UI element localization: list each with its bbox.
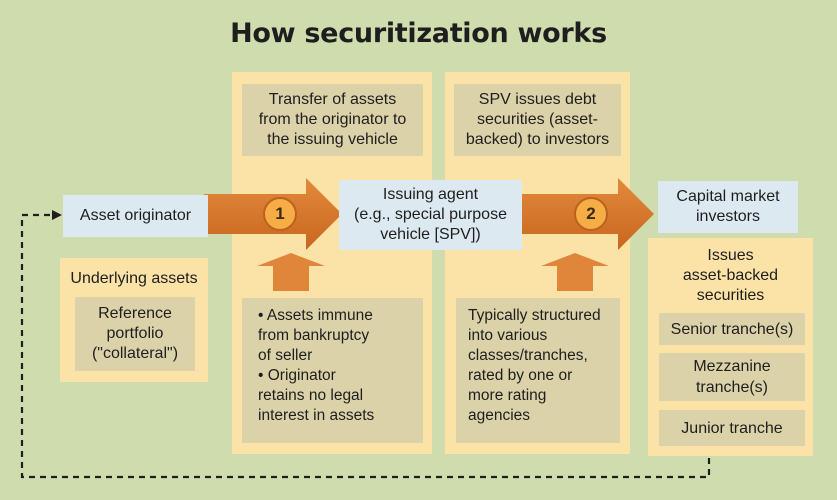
feedback-arrowhead: [52, 210, 62, 220]
step2-header-line: SPV issues debt: [478, 91, 597, 108]
step1-note-line: • Originator: [258, 367, 336, 384]
tranche-label: Senior tranche(s): [670, 320, 794, 338]
issuing-agent-line: Issuing agent: [382, 186, 479, 203]
senior-tranche: Senior tranche(s): [659, 313, 805, 345]
step2-header: SPV issues debt securities (asset- backe…: [454, 84, 621, 156]
tranche-label: Mezzanine: [693, 358, 771, 375]
step2-note-line: rated by one or: [468, 367, 573, 384]
tranche-label: Junior tranche: [681, 419, 783, 437]
issues-label: Issues asset-backed securities: [648, 246, 813, 306]
step1-header-line: the issuing vehicle: [267, 131, 398, 148]
step1-note-line: • Assets immune: [258, 307, 373, 324]
step2-header-line: backed) to investors: [465, 131, 610, 148]
reference-line: ("collateral"): [91, 345, 179, 362]
issues-line: asset-backed: [682, 267, 779, 284]
step2-notes: Typically structured into various classe…: [456, 298, 620, 443]
step1-note-line: from bankruptcy: [258, 327, 370, 344]
reference-line: Reference: [98, 305, 172, 322]
underlying-assets-label: Underlying assets: [70, 270, 198, 287]
issuing-agent-line: (e.g., special purpose: [354, 206, 507, 223]
step2-note-line: more rating: [468, 387, 547, 404]
issues-line: securities: [696, 287, 765, 304]
step1-note-line: of seller: [258, 347, 313, 364]
step2-badge: 2: [574, 197, 608, 231]
diagram-title: How securitization works: [230, 18, 607, 49]
step2-note-line: into various: [468, 327, 548, 344]
step1-note-line: interest in assets: [258, 407, 375, 424]
junior-tranche: Junior tranche: [659, 410, 805, 446]
step2-header-line: securities (asset-: [477, 111, 598, 128]
tranche-label: tranche(s): [695, 379, 769, 396]
reference-line: portfolio: [106, 325, 164, 342]
step2-note-line: classes/tranches,: [468, 347, 588, 364]
asset-originator-box: Asset originator: [63, 195, 208, 237]
feedback-dashed-line: [20, 213, 711, 479]
capital-market-investors-box: Capital market investors: [658, 181, 798, 233]
up-arrow-step1: [257, 253, 325, 291]
investors-line: investors: [695, 208, 761, 225]
step2-note-line: agencies: [468, 407, 531, 424]
mezzanine-tranche: Mezzanine tranche(s): [659, 353, 805, 401]
issuing-agent-box: Issuing agent (e.g., special purpose veh…: [339, 180, 522, 250]
issuing-agent-line: vehicle [SPV]): [380, 226, 481, 243]
investors-line: Capital market: [676, 188, 780, 205]
reference-portfolio: Reference portfolio ("collateral"): [75, 297, 195, 371]
issues-line: Issues: [707, 247, 754, 264]
step1-header-line: from the originator to: [258, 111, 407, 128]
step2-note-line: Typically structured: [468, 307, 601, 324]
step1-notes: • Assets immune from bankruptcy of selle…: [242, 298, 423, 443]
step1-note-line: retains no legal: [258, 387, 364, 404]
up-arrow-step2: [541, 253, 609, 291]
step1-header: Transfer of assets from the originator t…: [242, 84, 423, 156]
step1-badge: 1: [263, 197, 297, 231]
step1-header-line: Transfer of assets: [268, 91, 397, 108]
